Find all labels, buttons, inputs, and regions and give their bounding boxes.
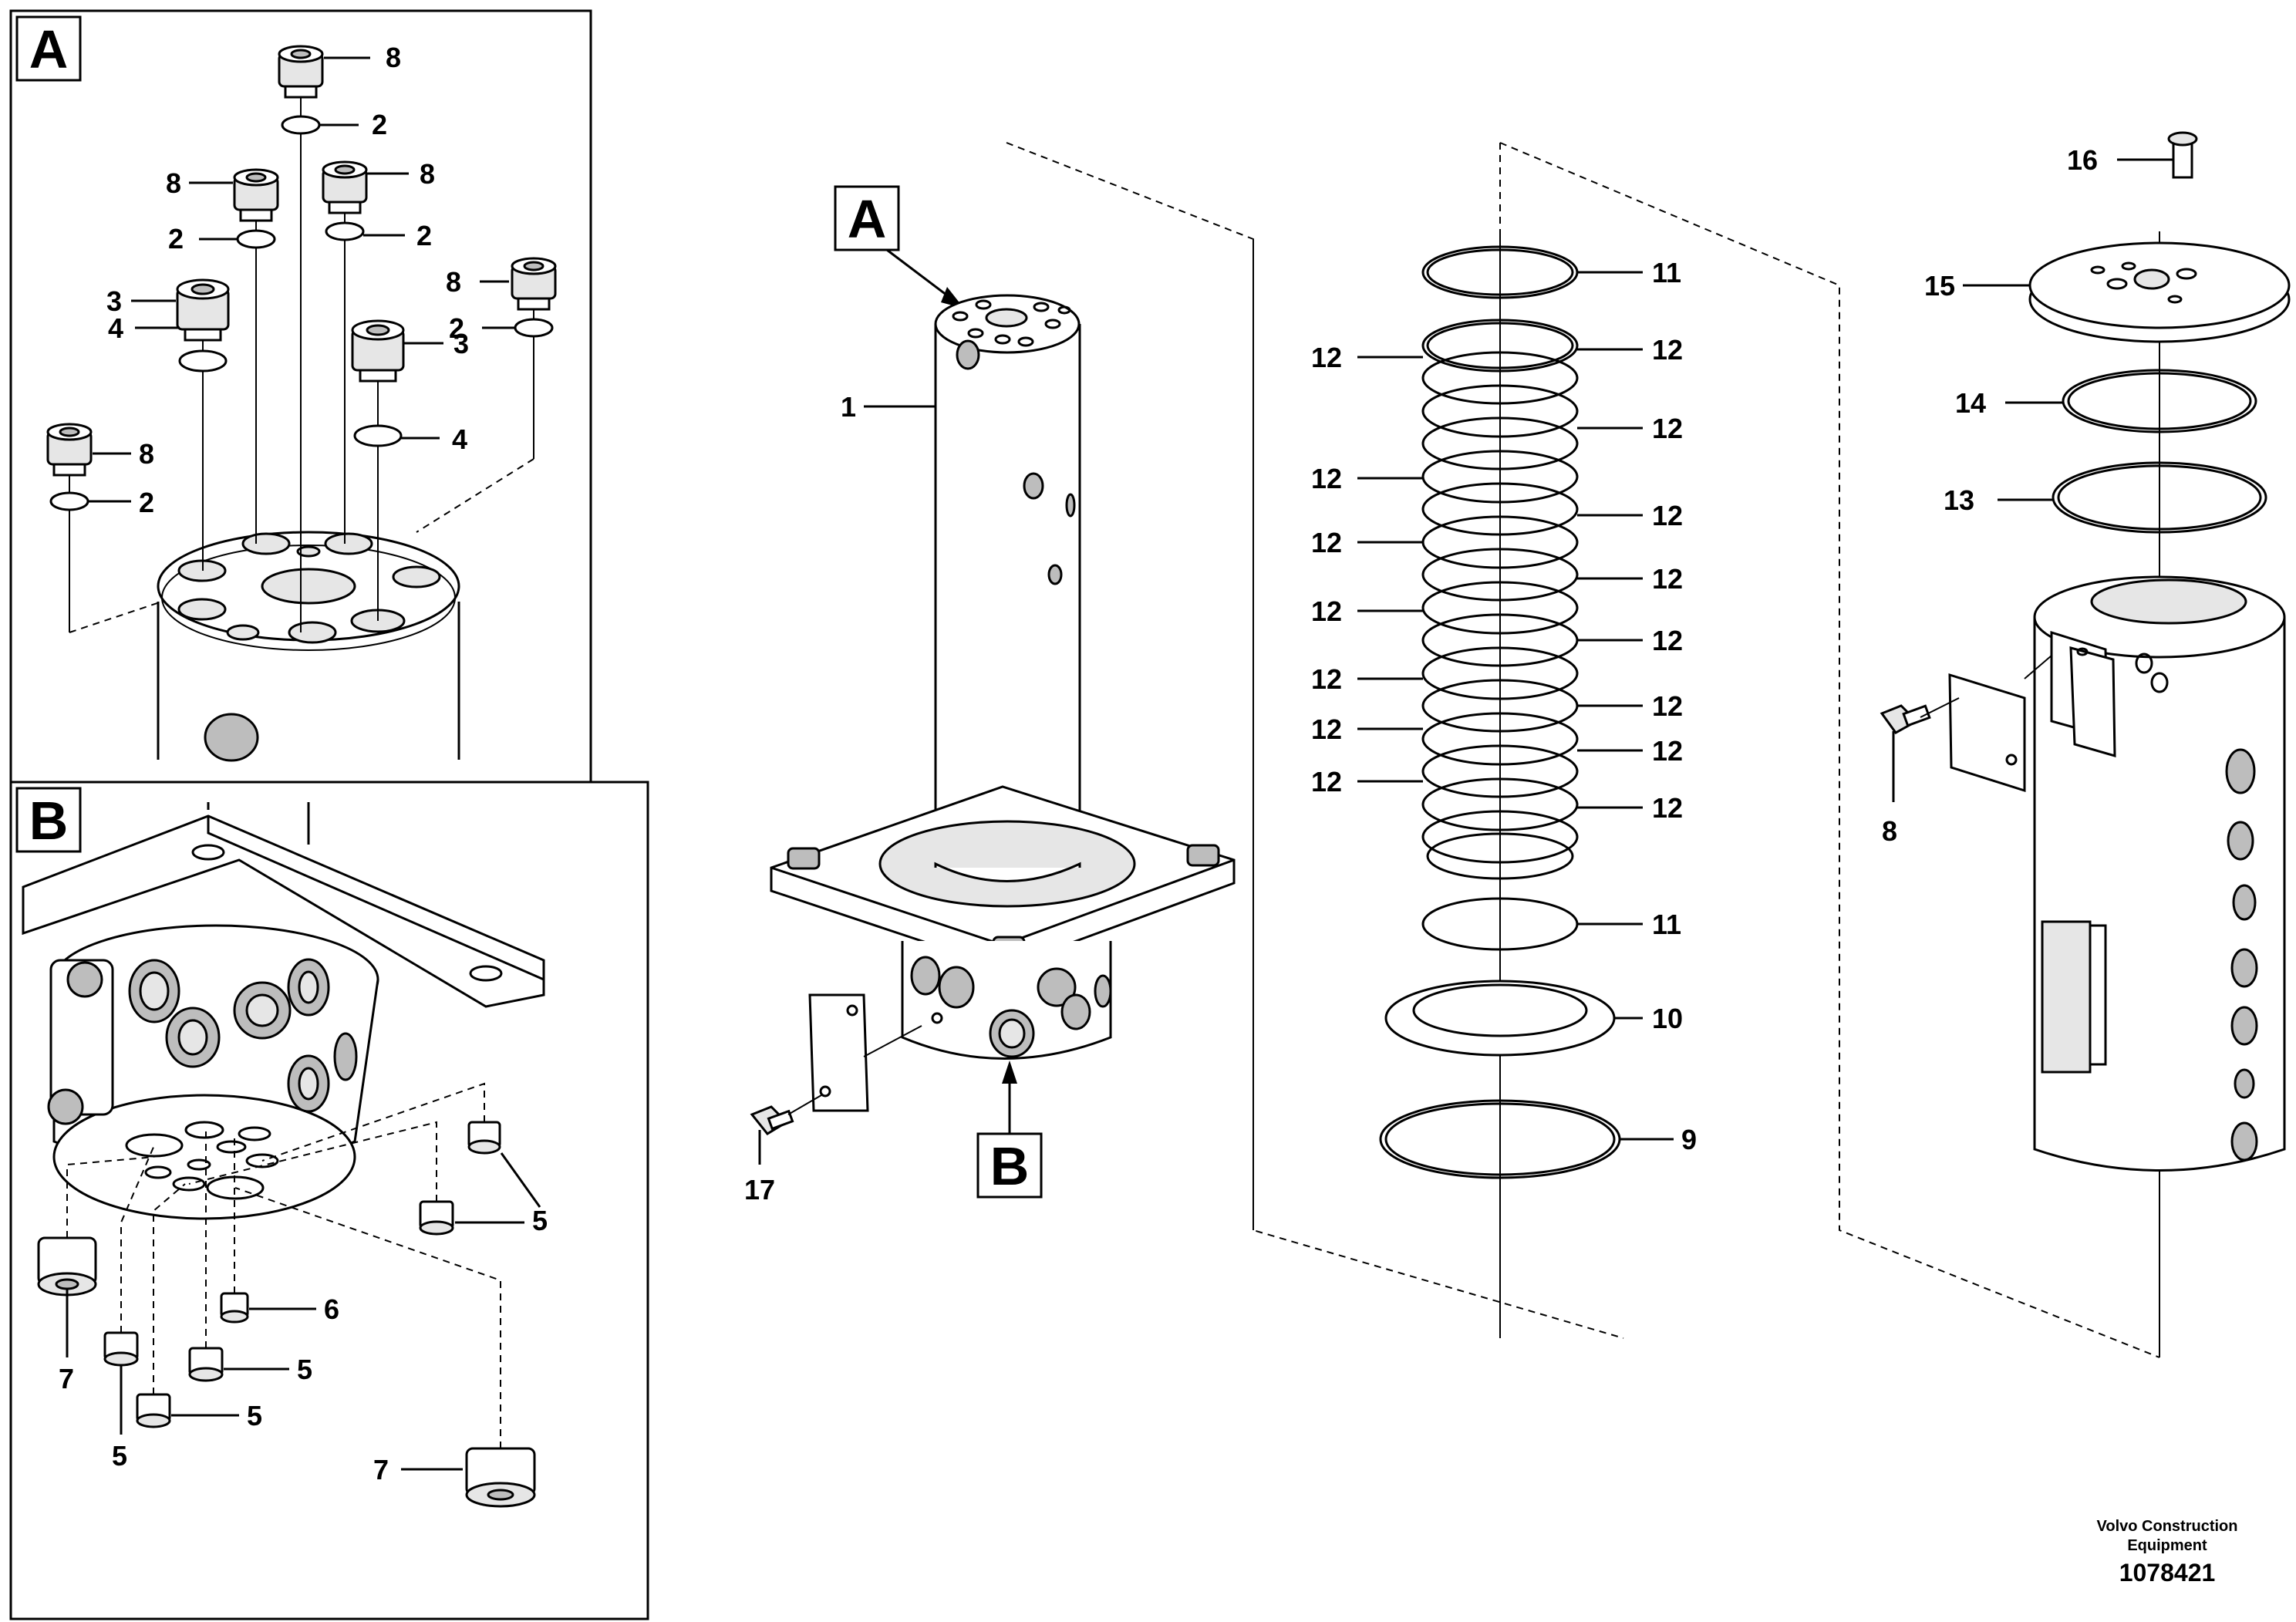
callout-ring-9: 9 <box>1681 1124 1697 1155</box>
callout-main-1: 1 <box>841 391 856 423</box>
plug-6 <box>220 1292 249 1324</box>
bolt-8-housing <box>1880 704 1931 734</box>
plug-8-top <box>278 45 324 99</box>
callout-ring-11-bottom: 11 <box>1652 909 1681 940</box>
seal-ring-stack: 11 12 12 12 12 12 12 12 12 12 12 12 12 1… <box>1311 142 2160 1358</box>
plug-5-bottom <box>136 1393 171 1428</box>
callout-b-7-left: 7 <box>59 1363 74 1394</box>
callout-main-17: 17 <box>744 1174 775 1206</box>
callout-hub-15: 15 <box>1924 270 1955 302</box>
callout-a-2-left: 2 <box>168 223 184 255</box>
callout-a-8-mid: 8 <box>420 158 435 190</box>
plug-7-bottom <box>465 1447 536 1508</box>
callout-b-5-top: 5 <box>532 1205 548 1236</box>
callout-ring-10: 10 <box>1652 1003 1683 1034</box>
callout-ring-12-r3: 12 <box>1652 500 1683 531</box>
plug-7-left <box>37 1236 97 1297</box>
callout-b-5-low: 5 <box>247 1400 262 1431</box>
plug-5-mid <box>419 1200 454 1236</box>
detail-view-b: B <box>9 781 649 1620</box>
callout-hub-16: 16 <box>2067 144 2098 176</box>
plug-3-mid <box>351 319 405 383</box>
mounting-flange <box>770 785 1236 969</box>
rotor-lower-body <box>901 941 1112 1060</box>
callout-a-2-low: 2 <box>139 487 154 518</box>
brand-line-2: Equipment <box>2127 1537 2207 1554</box>
callout-hub-13: 13 <box>1944 484 1974 516</box>
callout-a-2-mid: 2 <box>416 220 432 251</box>
callout-a-4-mid: 4 <box>452 423 467 455</box>
callout-ring-12-l5: 12 <box>1311 663 1342 695</box>
detail-label-b: B <box>29 791 69 851</box>
swivel-hub-bottom <box>47 924 379 1220</box>
housing-bracket <box>1948 673 2026 793</box>
flange-plate-underside <box>22 802 545 1008</box>
plug-5-left <box>103 1331 139 1367</box>
callout-ring-12-l4: 12 <box>1311 595 1342 627</box>
drawing-number: 1078421 <box>2119 1559 2216 1587</box>
cover-15 <box>2028 241 2291 343</box>
swivel-hub-top <box>157 531 460 762</box>
detail-label-a: A <box>29 19 69 79</box>
drawing-footer: Volvo Construction Equipment 1078421 <box>2097 1518 2238 1587</box>
swivel-housing-assembly: 16 15 14 13 8 <box>1880 131 2291 1357</box>
housing-body <box>2033 575 2286 1172</box>
callout-a-8-right: 8 <box>446 266 461 298</box>
leaders-detail-b <box>66 1152 541 1471</box>
callout-hub-14: 14 <box>1955 387 1986 419</box>
callout-hub-8: 8 <box>1882 815 1897 847</box>
callout-b-7-bottom: 7 <box>373 1454 389 1485</box>
main-rotor-assembly: A <box>744 142 1624 1339</box>
callout-a-8-low: 8 <box>139 438 154 470</box>
plug-8-mid <box>322 160 368 214</box>
ring-stack-12 <box>1421 319 1579 880</box>
plug-5-low <box>188 1347 224 1382</box>
callout-ring-12-l3: 12 <box>1311 527 1342 558</box>
callout-a-8-top: 8 <box>386 42 401 73</box>
screw-16 <box>2167 131 2198 179</box>
callout-a-3-mid: 3 <box>453 328 469 359</box>
callout-ring-11-top: 11 <box>1652 257 1681 288</box>
plug-8-left <box>233 168 279 222</box>
callout-b-5-bottom: 5 <box>112 1440 127 1472</box>
callout-a-2-top: 2 <box>372 109 387 140</box>
callout-a-8-left: 8 <box>166 167 181 199</box>
bolt-17 <box>750 1105 794 1135</box>
plug-8-right <box>511 257 557 311</box>
view-marker-a: A <box>848 189 887 249</box>
plug-8-low <box>46 423 93 477</box>
callout-b-6: 6 <box>324 1293 339 1325</box>
axis-lines-detail-a <box>69 97 534 633</box>
detail-view-a: A <box>9 9 592 784</box>
callout-ring-12-l2: 12 <box>1311 463 1342 494</box>
callout-ring-12-l6: 12 <box>1311 713 1342 745</box>
callout-ring-12-r2: 12 <box>1652 413 1683 444</box>
callout-a-3-left: 3 <box>106 285 122 317</box>
callout-ring-12-l1: 12 <box>1311 342 1342 373</box>
callout-b-5-mid: 5 <box>297 1354 312 1385</box>
plug-3-left <box>176 278 230 342</box>
rotor-shaft <box>934 294 1081 890</box>
brand-line-1: Volvo Construction <box>2097 1518 2238 1535</box>
plug-5-top <box>467 1121 501 1155</box>
callout-ring-12-r6: 12 <box>1652 690 1683 722</box>
callout-ring-12-r7: 12 <box>1652 735 1683 767</box>
callout-ring-12-r5: 12 <box>1652 625 1683 656</box>
callout-ring-12-r1: 12 <box>1652 334 1683 366</box>
bracket-plate <box>808 993 869 1112</box>
axis-lines-detail-b <box>66 1082 501 1448</box>
callout-a-4-left: 4 <box>108 312 123 344</box>
callout-ring-12-r4: 12 <box>1652 563 1683 595</box>
leaders-detail-a <box>88 56 515 503</box>
callout-ring-12-r8: 12 <box>1652 792 1683 824</box>
view-marker-b: B <box>990 1136 1030 1196</box>
callout-ring-12-l7: 12 <box>1311 766 1342 798</box>
callout-a-2-right: 2 <box>449 312 464 344</box>
